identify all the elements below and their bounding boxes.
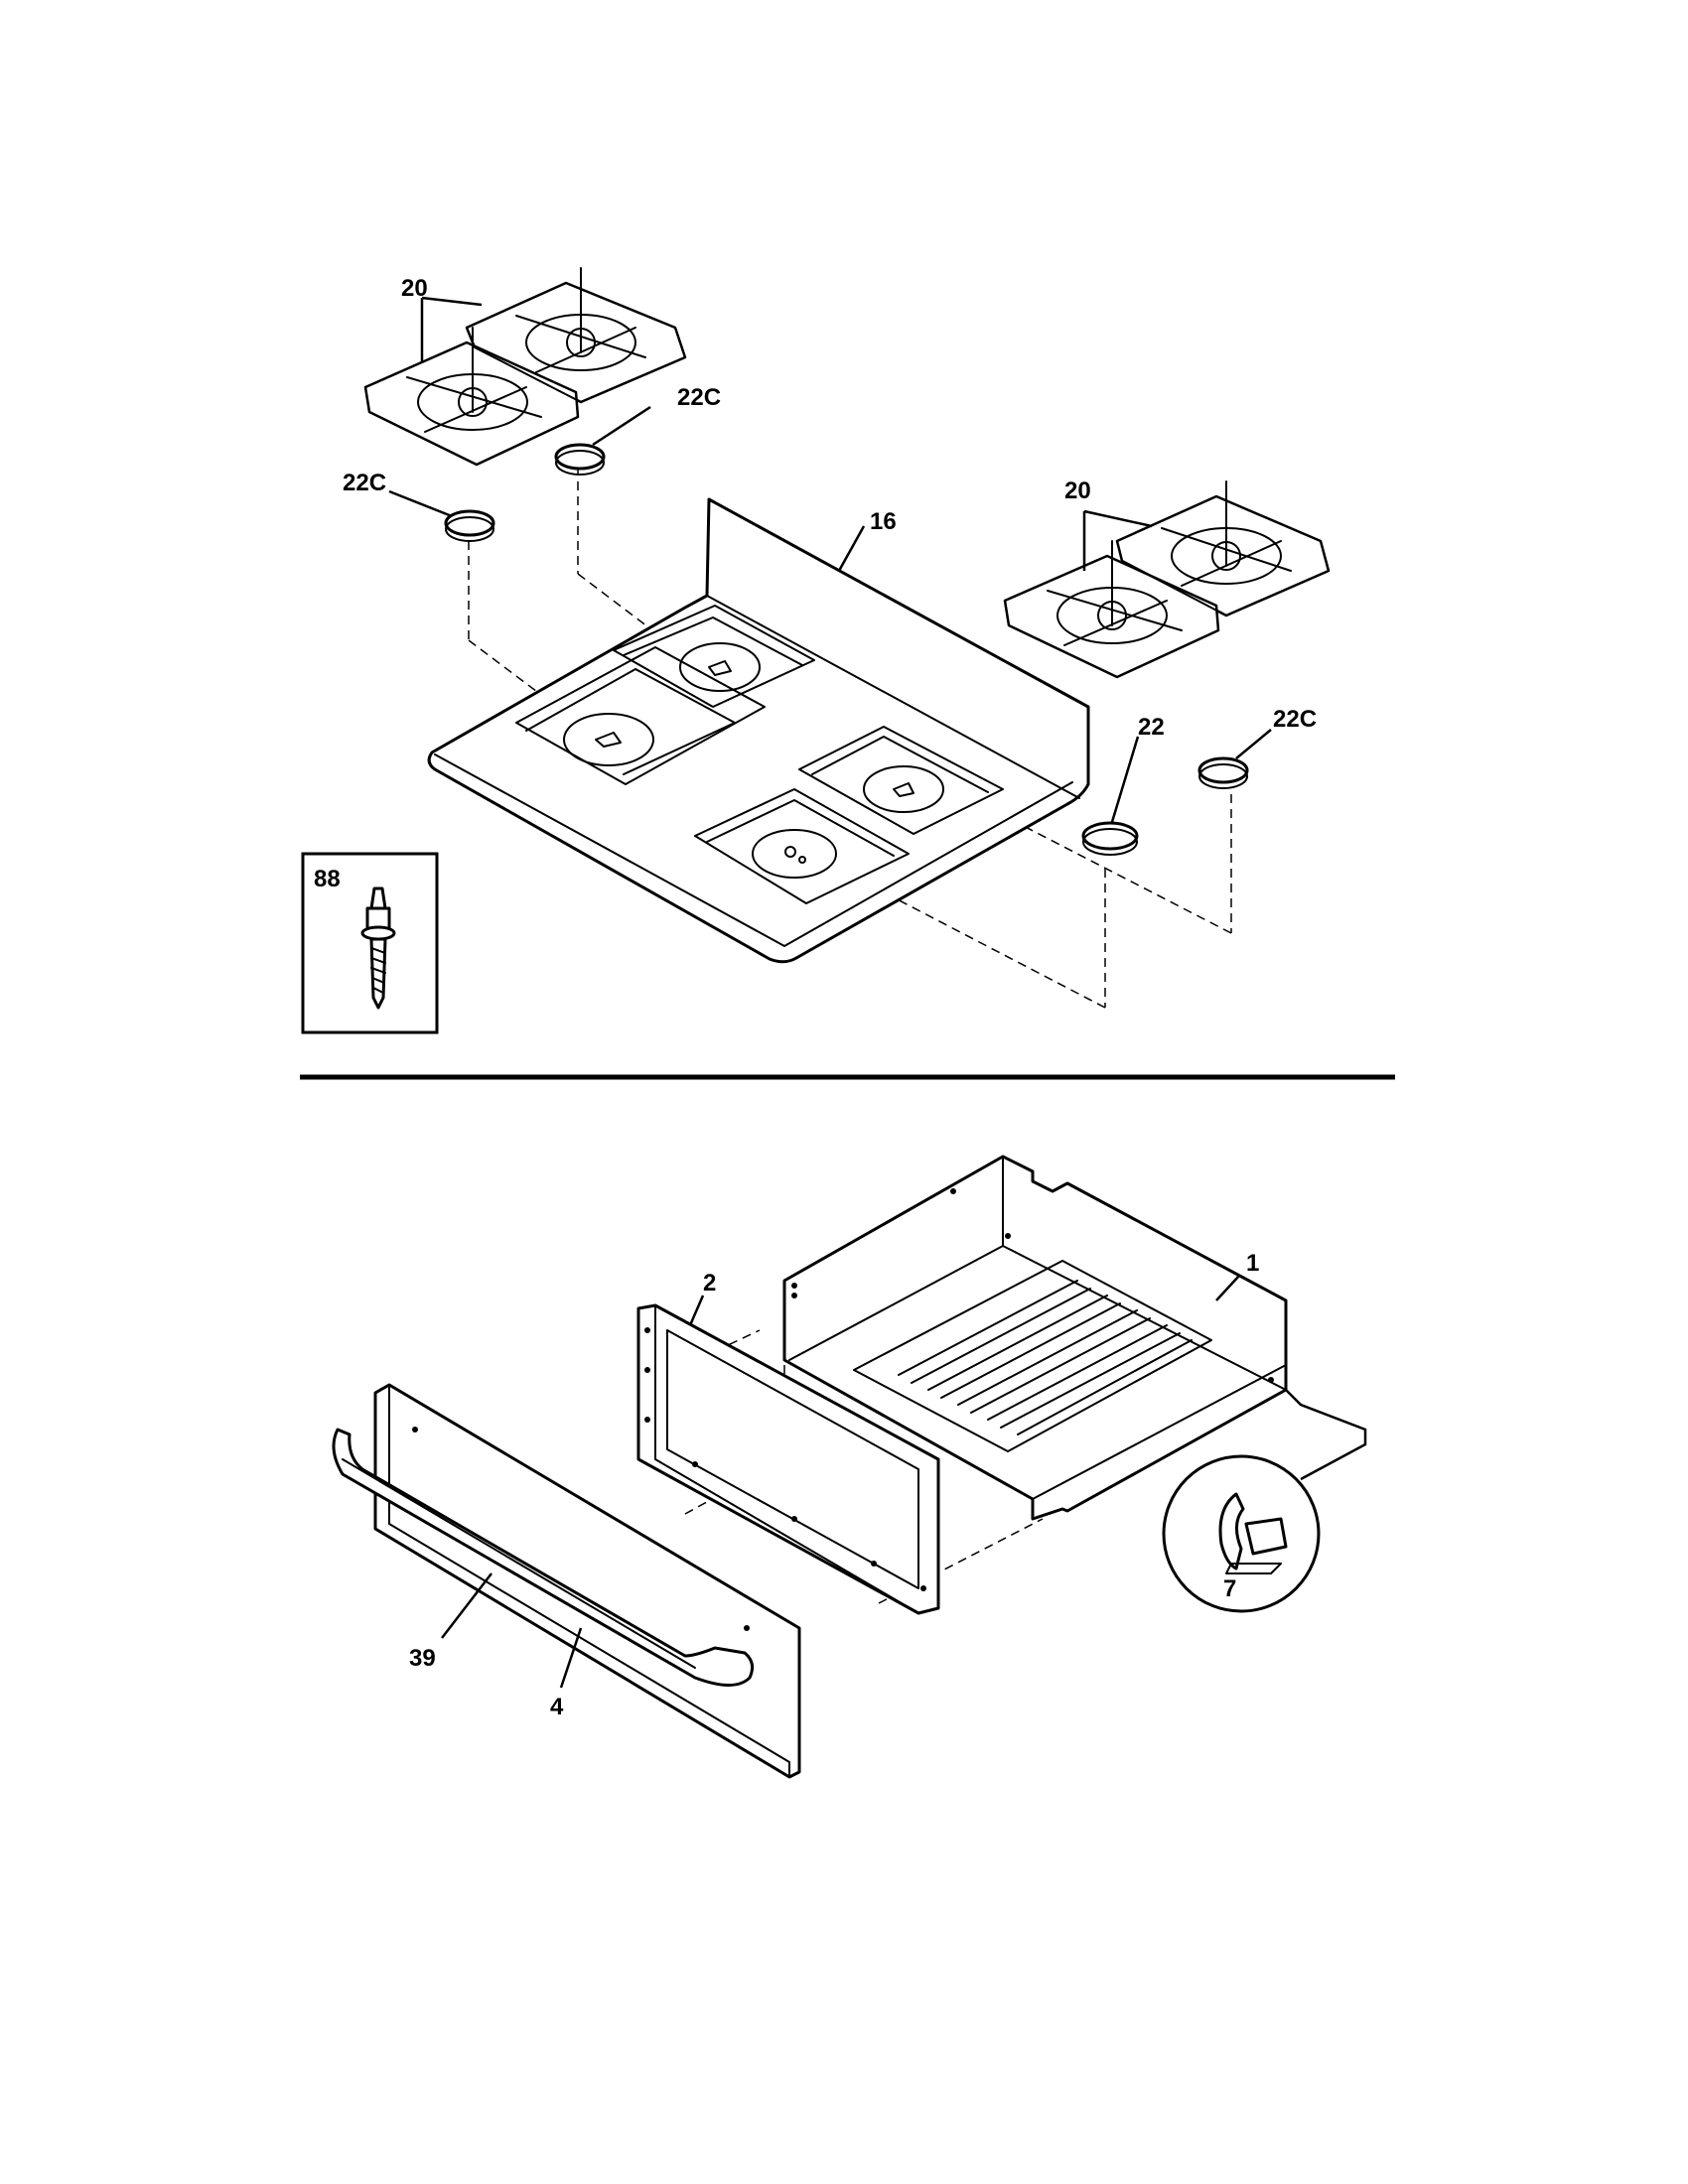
leader-lines-drawer (441, 1275, 1240, 1689)
grate-pair-left (363, 267, 687, 467)
burner-cap-22c-right (1197, 756, 1249, 789)
drawer-liner-panel (636, 1303, 940, 1615)
burner-cap-22-large (1081, 821, 1139, 856)
callout-39: 39 (409, 1645, 436, 1672)
callout-20-left: 20 (401, 275, 428, 302)
cooktop-panel (427, 497, 1090, 964)
glide-icon (1218, 1492, 1288, 1574)
leader-lines-top (388, 296, 1272, 823)
callout-1: 1 (1246, 1250, 1259, 1277)
callout-22c-left: 22C (343, 470, 386, 496)
burner-cap-22c-upper (554, 443, 606, 476)
stud-inset-box (301, 852, 439, 1034)
drawer-body (782, 1155, 1288, 1521)
callout-22c-right: 22C (1273, 706, 1317, 733)
drawer-handle (332, 1428, 755, 1687)
grate-pair-right (1003, 480, 1331, 679)
stud-icon (360, 887, 396, 1010)
callout-16: 16 (870, 508, 897, 535)
callout-2: 2 (703, 1270, 716, 1297)
callout-20-right: 20 (1064, 478, 1091, 504)
callout-22: 22 (1138, 714, 1165, 741)
callout-88: 88 (314, 866, 341, 892)
callout-7: 7 (1223, 1575, 1236, 1602)
glide-leader (1285, 1389, 1367, 1481)
burner-cap-22c-left (444, 509, 495, 542)
drawer-front-panel (373, 1383, 801, 1779)
glide-inset-circle (1162, 1454, 1321, 1613)
callout-22c-upper: 22C (677, 384, 721, 411)
callout-4: 4 (550, 1694, 564, 1720)
